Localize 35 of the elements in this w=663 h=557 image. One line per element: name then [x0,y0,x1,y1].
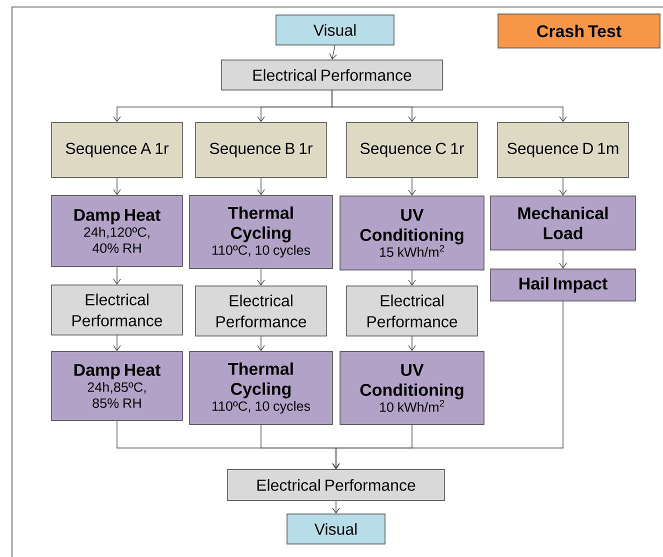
arrow [332,301,564,470]
sequence-box: Sequence D 1m [497,122,629,178]
measurement-box: Electrical Performance [221,60,443,90]
test-box: Hail Impact [490,268,636,302]
arrow [113,335,121,352]
arrow [257,336,265,352]
arrow [332,500,340,514]
arrow [332,90,567,122]
arrow [559,250,567,269]
measurement-box: Electrical Performance [346,286,478,336]
test-box: Thermal Cycling 110ºC, 10 cycles [189,351,333,425]
arrow [559,178,567,196]
test-box: UV Conditioning 15 kWh/m$^{2}$ [340,196,484,270]
arrow [329,45,337,60]
inspection-box: Visual [276,14,394,46]
test-box: Mechanical Load [490,196,636,250]
header-box: Crash Test [498,14,660,48]
measurement-box: Electrical Performance [227,469,445,501]
arrow [257,178,265,196]
arrow [408,178,416,196]
inspection-box: Visual [286,514,386,544]
arrow [113,266,121,285]
sequence-box: Sequence A 1r [51,122,183,178]
test-box: Damp Heat 24h,85ºC, 85% RH [51,351,183,421]
arrow [408,270,416,286]
test-box: Damp Heat 24h,120ºC, 40% RH [51,195,183,267]
sequence-box: Sequence C 1r [346,122,478,178]
sequence-box: Sequence B 1r [195,122,327,178]
test-box: UV Conditioning 10 kWh/m$^{2}$ [340,351,484,425]
measurement-box: Electrical Performance [195,286,327,336]
test-box: Thermal Cycling 110ºC, 10 cycles [189,195,333,269]
arrow [257,268,265,286]
arrow [113,178,121,196]
measurement-box: Electrical Performance [51,284,183,336]
arrow [408,336,416,352]
